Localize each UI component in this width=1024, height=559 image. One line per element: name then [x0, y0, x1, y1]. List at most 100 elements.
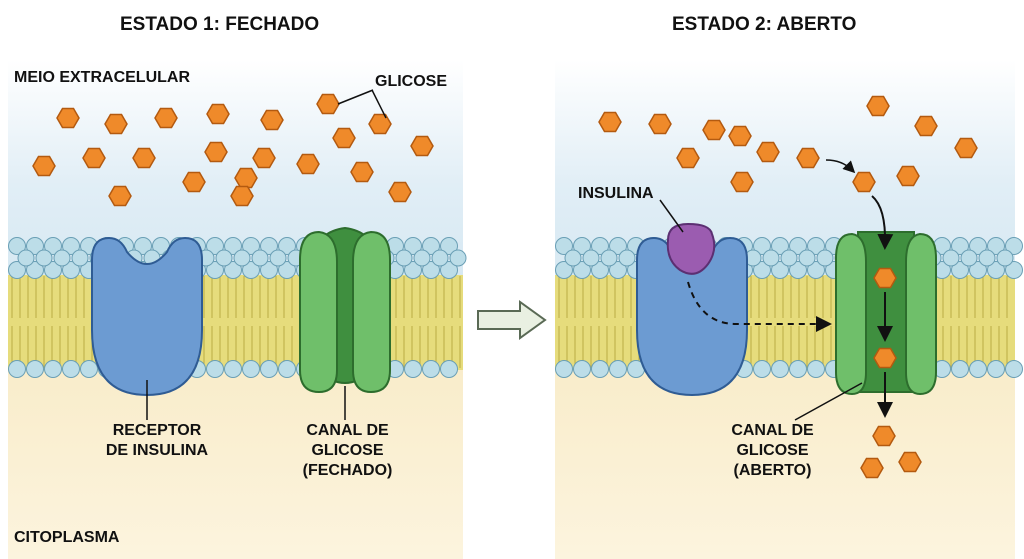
phospholipid-head [987, 261, 1005, 279]
phospholipid-head [960, 249, 978, 267]
phospholipid-head [753, 360, 771, 378]
phospholipid-head [951, 360, 969, 378]
phospholipid-head [44, 261, 62, 279]
phospholipid-head [422, 237, 440, 255]
channel-subunit-left [299, 230, 338, 394]
glucose-molecule [728, 125, 752, 147]
phospholipid-head [753, 261, 771, 279]
open-channel-label-line-2: GLICOSE [736, 442, 809, 459]
glucose-molecule [230, 185, 254, 207]
glucose-molecule [32, 155, 56, 177]
insulin-molecule [666, 222, 716, 275]
phospholipid-head [573, 360, 591, 378]
insulin-receptor-bound [636, 236, 748, 397]
extracellular-label: MEIO EXTRACELULAR [14, 69, 190, 86]
phospholipid-head [807, 237, 825, 255]
phospholipid-head [771, 261, 789, 279]
phospholipid-head [573, 261, 591, 279]
phospholipid-head [1005, 237, 1023, 255]
glucose-molecule [206, 103, 230, 125]
phospholipid-head [35, 249, 53, 267]
membrane-open [555, 237, 1023, 378]
phospholipid-head [8, 360, 26, 378]
glucose-molecule [896, 165, 920, 187]
phospholipid-head [951, 237, 969, 255]
glucose-channel-closed [299, 226, 391, 394]
glucose-entry-arrow [825, 159, 856, 174]
phospholipid-head [278, 360, 296, 378]
phospholipid-head [62, 237, 80, 255]
phospholipid-head [609, 261, 627, 279]
receptor-label-line-1: RECEPTOR [112, 422, 202, 439]
glucose-molecule [730, 171, 754, 193]
phospholipid-head [26, 261, 44, 279]
open-channel-label-line-3: (ABERTO) [733, 462, 812, 479]
phospholipid-head [449, 249, 467, 267]
phospholipid-head [404, 360, 422, 378]
phospholipid-head [807, 360, 825, 378]
glucose-molecule [598, 111, 622, 133]
open-state-title: ESTADO 2: ABERTO [672, 14, 857, 35]
phospholipid-head [278, 237, 296, 255]
glucose-in-cytoplasm [898, 451, 922, 473]
glucose-in-cytoplasm [860, 457, 884, 479]
phospholipid-head [224, 237, 242, 255]
phospholipid-head [987, 360, 1005, 378]
phospholipid-head [555, 237, 573, 255]
glucose-in-channel [873, 347, 897, 369]
glucose-molecule [676, 147, 700, 169]
phospholipid-head [798, 249, 816, 267]
closed-state-title: ESTADO 1: FECHADO [120, 14, 320, 35]
closed-channel-label-line-3: (FECHADO) [302, 462, 393, 479]
phospholipid-head [618, 249, 636, 267]
phospholipid-head [251, 249, 269, 267]
phospholipid-head [404, 237, 422, 255]
glucose-molecule [56, 107, 80, 129]
phospholipid-head [80, 360, 98, 378]
glucose-molecule [866, 95, 890, 117]
phospholipid-head [573, 237, 591, 255]
glucose-molecule [350, 161, 374, 183]
glucose-molecule [204, 141, 228, 163]
glucose-molecule [648, 113, 672, 135]
phospholipid-head [1005, 261, 1023, 279]
phospholipid-head [71, 249, 89, 267]
phospholipid-head [609, 360, 627, 378]
phospholipid-head [233, 249, 251, 267]
phospholipid-head [260, 261, 278, 279]
phospholipid-head [224, 360, 242, 378]
glucose-molecule [296, 153, 320, 175]
phospholipid-head [422, 360, 440, 378]
glucose-molecule [954, 137, 978, 159]
phospholipid-head [26, 237, 44, 255]
insulin-label: INSULINA [578, 185, 654, 202]
insulin-leader-line [659, 199, 684, 233]
open-channel-label: CANAL DE GLICOSE (ABERTO) [710, 421, 835, 481]
receptor-label: RECEPTOR DE INSULINA [92, 421, 222, 461]
channel-subunit-right [352, 230, 391, 394]
phospholipid-head [591, 261, 609, 279]
glucose-molecule [316, 93, 340, 115]
phospholipid-head [582, 249, 600, 267]
phospholipid-head [8, 237, 26, 255]
phospholipid-head [278, 261, 296, 279]
phospholipid-head [780, 249, 798, 267]
phospholipid-head [242, 237, 260, 255]
glucose-molecule [410, 135, 434, 157]
phospholipid-head [53, 249, 71, 267]
phospholipid-head [395, 249, 413, 267]
open-channel-leader-line [794, 382, 863, 421]
phospholipid-head [1005, 360, 1023, 378]
phospholipid-head [600, 249, 618, 267]
closed-channel-label-line-2: GLICOSE [311, 442, 384, 459]
phospholipid-head [242, 261, 260, 279]
phospholipid-head [555, 261, 573, 279]
glucose-in-cytoplasm [872, 425, 896, 447]
phospholipid-head [431, 249, 449, 267]
phospholipid-head [440, 261, 458, 279]
membrane-closed [8, 237, 467, 378]
phospholipid-head [224, 261, 242, 279]
glucose-entry-arrow [871, 195, 894, 250]
glucose-molecule [104, 113, 128, 135]
